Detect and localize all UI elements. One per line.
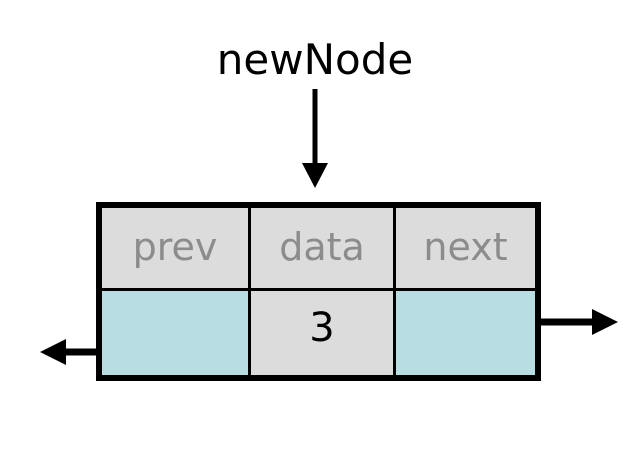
value-cell-data: 3 (248, 291, 396, 375)
node-header-row: prev data next (102, 208, 535, 288)
node-box: prev data next 3 (96, 202, 541, 381)
value-cell-next (396, 291, 535, 375)
newnode-pointer-arrow (302, 89, 328, 188)
node-body-row: 3 (102, 288, 535, 375)
header-cell-prev: prev (102, 208, 248, 288)
newnode-label: newNode (216, 35, 414, 84)
header-cell-data: data (248, 208, 396, 288)
header-cell-next: next (396, 208, 535, 288)
value-cell-prev (102, 291, 248, 375)
